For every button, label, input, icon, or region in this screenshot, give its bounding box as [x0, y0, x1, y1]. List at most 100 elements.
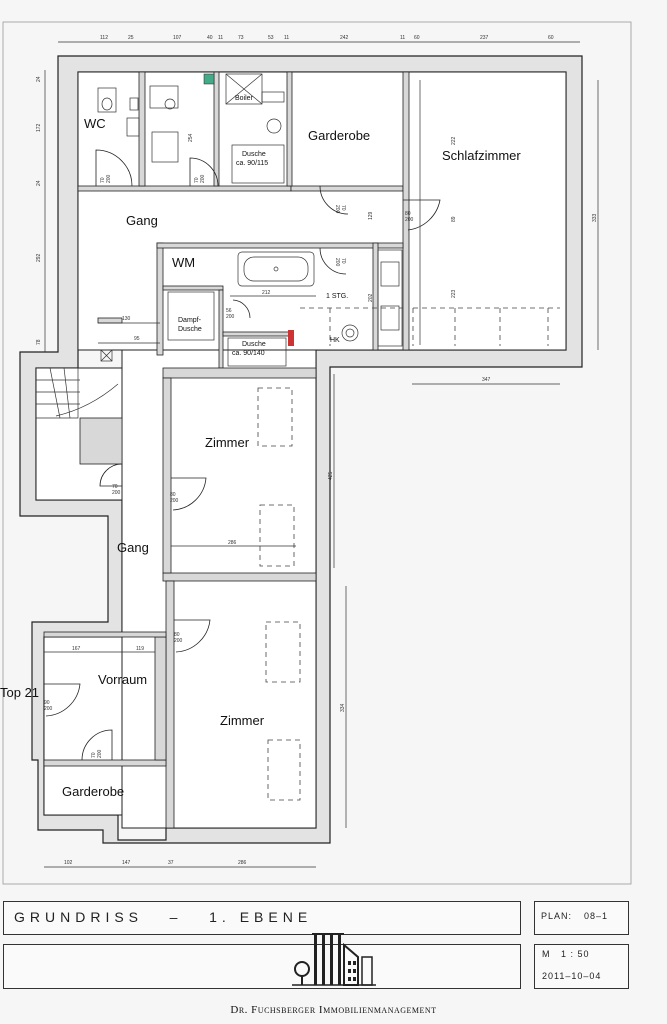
dampfdusche-outline: [167, 291, 215, 341]
sheet-frame: [2, 21, 632, 885]
room-label-zimmer2: Zimmer: [220, 713, 265, 728]
bottom-dimension-line: 102 147 37 286: [44, 860, 316, 868]
door-label-wc: 70200: [100, 174, 112, 183]
door-arcs: [44, 149, 441, 761]
door-label-bad: 70200: [334, 258, 346, 267]
left-dimension-line: 24 172 24 292 78: [36, 70, 46, 360]
dim-130: 130: [122, 316, 131, 322]
inner-dimension-lines: 130 95 212 129 202 222 89 223 333 347 42…: [44, 80, 599, 828]
door-label-bath: 70200: [194, 174, 206, 183]
dim-top-5: 11: [218, 35, 223, 41]
dim-119: 119: [136, 646, 144, 652]
bath-fixtures: [149, 73, 285, 184]
dim-bottom-1: 102: [64, 860, 73, 866]
dim-top-3: 107: [173, 35, 182, 41]
plan-date: 2011–10–04: [542, 971, 602, 981]
dim-333: 333: [592, 213, 598, 222]
dim-89: 89: [451, 216, 457, 222]
sink-counter: [288, 249, 403, 347]
dim-left-1: 24: [36, 76, 42, 82]
dim-202: 202: [368, 293, 374, 302]
room-label-vorraum: Vorraum: [98, 672, 147, 687]
room-label-dusche1-line2: ca. 90/115: [236, 160, 268, 167]
company-logo-icon: [292, 933, 376, 986]
room-label-zimmer1: Zimmer: [205, 435, 250, 450]
dim-top-7: 53: [268, 35, 274, 41]
dim-left-3: 24: [36, 180, 42, 186]
room-labels: WC Garderobe Schlafzimmer Gang WM Dusche…: [0, 95, 521, 799]
dim-top-1: 112: [100, 35, 108, 41]
scale-label: M 1 : 50: [542, 949, 590, 959]
lower-floor-area: [121, 349, 317, 829]
dim-254: 254: [188, 133, 194, 142]
room-label-boiler: Boiler: [235, 95, 254, 102]
dim-bottom-3: 37: [168, 860, 174, 866]
room-label-schlafzimmer: Schlafzimmer: [442, 148, 521, 163]
label-hk: HK: [330, 337, 340, 344]
dim-top-2: 25: [128, 35, 134, 41]
room-label-wm: WM: [172, 255, 195, 270]
staircase: [36, 349, 119, 419]
dim-top-12: 237: [480, 35, 489, 41]
room-label-dusche1-line1: Dusche: [242, 151, 266, 158]
top-dimension-line: 112 25 107 40 11 73 53 11 242 11 60 237 …: [58, 35, 580, 43]
room-label-garderobe-bottom: Garderobe: [62, 784, 124, 799]
room-label-gang-bottom: Gang: [117, 540, 149, 555]
room-label-dampfdusche-line2: Dusche: [178, 326, 202, 333]
dim-top-8: 11: [284, 35, 289, 41]
bathtub: [237, 251, 315, 287]
dim-212: 212: [262, 290, 271, 296]
dim-left-4: 292: [36, 253, 42, 262]
dim-top-4: 40: [207, 35, 213, 41]
vorraum-area: [43, 636, 123, 816]
plan-label: PLAN:: [541, 911, 573, 921]
interior-walls: [43, 71, 410, 829]
dim-95: 95: [134, 336, 140, 342]
dim-bottom-2: 147: [122, 860, 131, 866]
zimmer-furniture: [257, 387, 301, 801]
room-label-dusche2-line2: ca. 90/140: [232, 350, 265, 357]
dim-top-9: 242: [340, 35, 349, 41]
room-label-dampfdusche-line1: Dampf-: [178, 317, 202, 324]
dim-top-13: 60: [548, 35, 554, 41]
dim-top-6: 73: [238, 35, 244, 41]
plan-value: 08–1: [584, 911, 609, 921]
dim-bottom-4: 286: [238, 860, 247, 866]
title-box-lower: [3, 944, 521, 989]
dim-left-2: 172: [36, 123, 42, 132]
schlafzimmer-furniture: [300, 307, 560, 346]
dim-top-11: 60: [414, 35, 420, 41]
dim-167: 167: [72, 646, 81, 652]
dim-top-10: 11: [400, 35, 405, 41]
dim-286: 286: [228, 540, 237, 546]
scale-box: [534, 944, 629, 989]
door-label-garderobe: 70200: [334, 205, 346, 214]
plan-title: GRUNDRISS – 1. EBENE: [14, 909, 313, 925]
wc-fixtures: [97, 87, 140, 137]
dim-222: 222: [451, 136, 457, 145]
dim-left-5: 78: [36, 339, 42, 345]
room-label-garderobe-top: Garderobe: [308, 128, 370, 143]
room-label-dusche2-line1: Dusche: [242, 341, 266, 348]
dim-334: 334: [340, 703, 346, 712]
room-label-gang-top: Gang: [126, 213, 158, 228]
plan-box: [534, 901, 629, 935]
dim-129: 129: [368, 211, 374, 220]
dim-347: 347: [482, 377, 491, 383]
title-block: GRUNDRISS – 1. EBENE PLAN: 08–1 M 1 : 50…: [0, 889, 632, 991]
label-stufe: 1 STG.: [326, 293, 348, 300]
dim-425: 425: [328, 471, 334, 480]
room-label-wc: WC: [84, 116, 106, 131]
door-label-garderobe-bottom: 70200: [91, 749, 103, 758]
title-box: [3, 901, 521, 935]
dusche2-outline: [227, 337, 287, 367]
label-top21: Top 21: [0, 685, 39, 700]
dim-223: 223: [451, 289, 457, 298]
